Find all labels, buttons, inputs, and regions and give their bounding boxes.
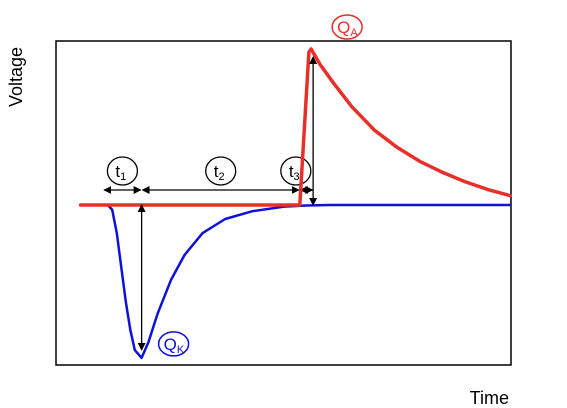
interval-t1: t1	[103, 156, 142, 194]
series-label-qa: QA	[331, 14, 363, 40]
interval-label-circle	[106, 156, 139, 186]
interval-label-text: t3	[289, 162, 300, 183]
series-line-qa	[78, 47, 512, 207]
amplitude-markers	[137, 56, 318, 351]
series-label-circle	[331, 14, 363, 40]
interval-t2: t2	[141, 156, 300, 194]
series-label-qk: QK	[157, 331, 190, 357]
interval-t3: t3	[280, 156, 314, 194]
series-labels: QK QA	[157, 14, 363, 357]
series-line-qk	[79, 203, 512, 360]
series-label-text: QA	[337, 18, 358, 39]
interval-label-text: t2	[214, 162, 225, 183]
series-label-text: QK	[164, 335, 185, 356]
y-axis-label: Voltage	[6, 47, 26, 107]
x-axis-label: Time	[470, 388, 509, 408]
interval-markers: t1 t2 t3	[103, 156, 314, 194]
series-layer	[78, 47, 512, 360]
plot-frame	[55, 40, 512, 366]
series-label-circle	[157, 331, 190, 357]
interval-label-text: t1	[115, 162, 126, 183]
interval-label-circle	[205, 156, 237, 186]
